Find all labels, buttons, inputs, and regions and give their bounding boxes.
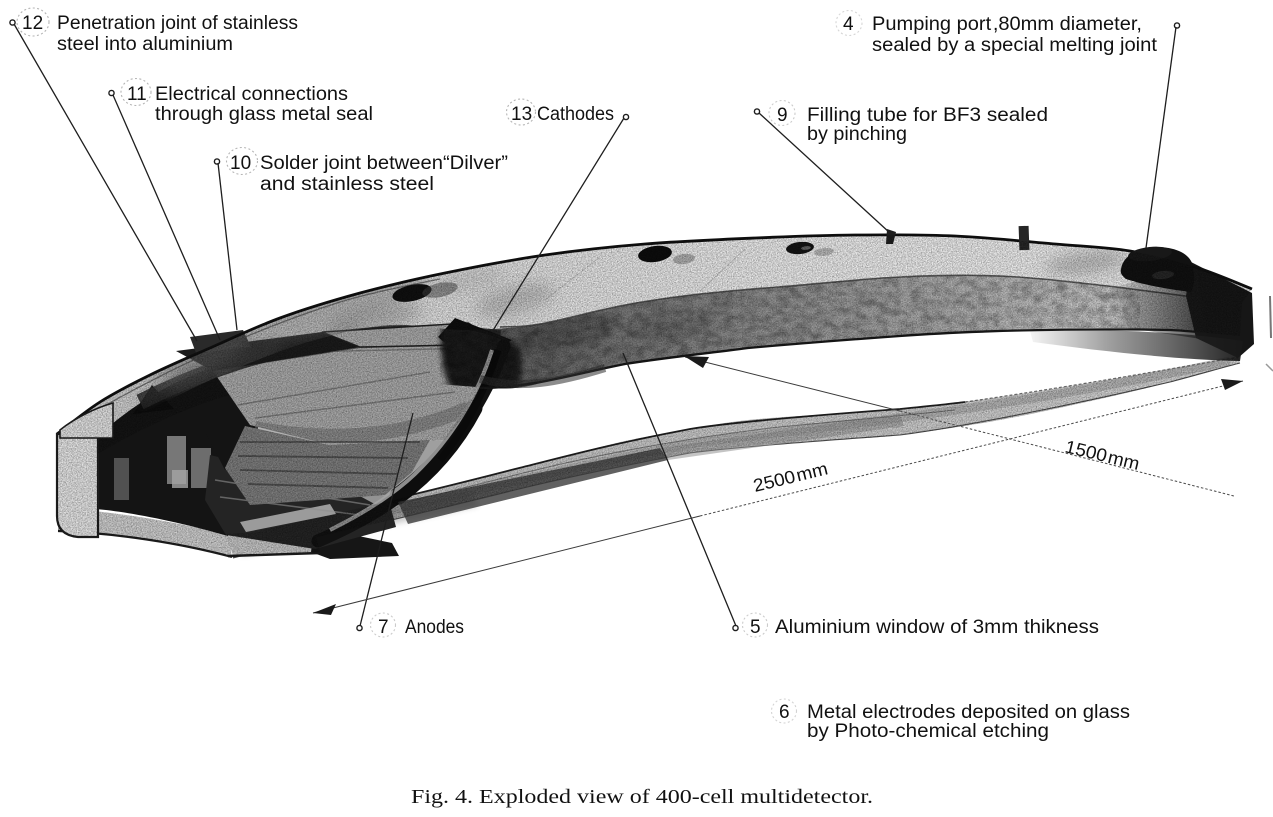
svg-text:11: 11 (127, 84, 147, 105)
svg-text:Anodes: Anodes (405, 617, 464, 638)
svg-text:6: 6 (779, 702, 790, 723)
svg-text:Aluminium window of 3mm thikne: Aluminium window of 3mm thikness (775, 617, 1099, 638)
svg-text:by Photo-chemical etching: by Photo-chemical etching (807, 721, 1049, 742)
svg-text:by pinching: by pinching (807, 124, 907, 145)
svg-text:Fig. 4. Exploded view of 400-c: Fig. 4. Exploded view of 400-cell multid… (411, 786, 873, 808)
svg-text:Solder joint between“Dilver”: Solder joint between“Dilver” (260, 153, 508, 174)
svg-text:13: 13 (511, 104, 532, 125)
svg-text:10: 10 (230, 153, 251, 174)
svg-text:and stainless steel: and stainless steel (260, 174, 434, 195)
svg-text:9: 9 (777, 105, 788, 126)
svg-text:Cathodes: Cathodes (537, 104, 614, 125)
svg-text:through glass metal seal: through glass metal seal (155, 104, 373, 125)
svg-text:steel into aluminium: steel into aluminium (57, 34, 233, 55)
svg-text:Penetration joint of stainless: Penetration joint of stainless (57, 13, 298, 34)
svg-text:Pumping port ,80mm diameter,: Pumping port ,80mm diameter, (872, 14, 1142, 35)
svg-text:sealed by a special melting jo: sealed by a special melting joint (872, 35, 1158, 56)
svg-text:5: 5 (750, 617, 761, 638)
svg-text:4: 4 (843, 14, 854, 35)
svg-text:12: 12 (22, 13, 43, 34)
svg-text:Filling tube for BF3 sealed: Filling tube for BF3 sealed (807, 105, 1048, 126)
svg-text:7: 7 (378, 617, 389, 638)
svg-text:Electrical connections: Electrical connections (155, 84, 348, 105)
svg-text:Metal electrodes deposited on: Metal electrodes deposited on glass (807, 702, 1130, 723)
